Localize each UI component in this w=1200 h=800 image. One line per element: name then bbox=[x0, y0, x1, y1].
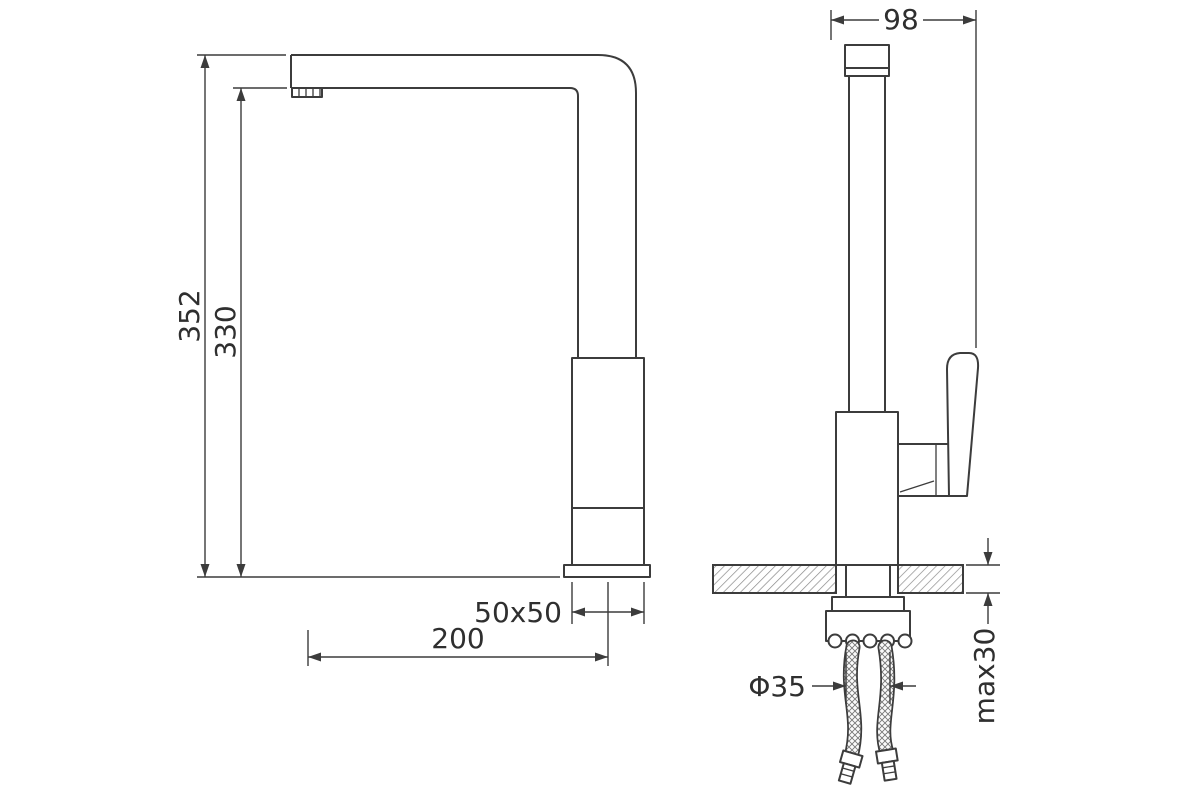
aerator-lines bbox=[298, 88, 321, 97]
hose-left-fitting bbox=[837, 749, 864, 785]
dim-base-size-label: 50x50 bbox=[474, 596, 562, 629]
countertop bbox=[712, 564, 964, 594]
counter-section-right bbox=[897, 564, 964, 594]
counter-section-left bbox=[712, 564, 837, 594]
side-view-dimensions: 352 330 50x50 200 bbox=[173, 54, 645, 666]
dim-spout-reach-label: 200 bbox=[431, 622, 484, 655]
hose-right-fitting bbox=[875, 747, 899, 782]
mixer-body bbox=[835, 411, 899, 566]
mounting-nut-scallops bbox=[827, 633, 913, 649]
dim-top-width-label: 98 bbox=[883, 3, 919, 36]
front-view bbox=[835, 44, 980, 566]
handle-lever bbox=[946, 352, 980, 497]
aerator bbox=[291, 87, 323, 98]
dim-total-height-label: 352 bbox=[173, 289, 206, 342]
spout-cap bbox=[844, 44, 890, 77]
mounting-washer bbox=[831, 596, 905, 612]
hose-right-braid bbox=[878, 641, 894, 759]
mounting-shank bbox=[845, 565, 891, 597]
handle-cartridge bbox=[897, 443, 951, 497]
supply-hoses bbox=[837, 639, 899, 785]
cartridge-detail bbox=[899, 480, 935, 493]
top-width-label-mask bbox=[879, 5, 923, 33]
spout-outer-outline bbox=[291, 54, 637, 358]
dim-spout-height-label: 330 bbox=[209, 305, 242, 358]
base-flange bbox=[563, 564, 651, 578]
front-view-dimensions: 98 Φ35 max30 bbox=[748, 3, 1001, 724]
dim-mount-diameter-label: Φ35 bbox=[748, 670, 806, 703]
spout-underside-outline bbox=[291, 87, 579, 358]
under-counter-installation bbox=[825, 565, 913, 785]
hose-left-braid bbox=[844, 641, 861, 763]
side-view bbox=[290, 54, 651, 578]
dim-max-thickness-label: max30 bbox=[968, 628, 1001, 725]
riser-column bbox=[848, 75, 886, 413]
body-block bbox=[571, 357, 645, 566]
